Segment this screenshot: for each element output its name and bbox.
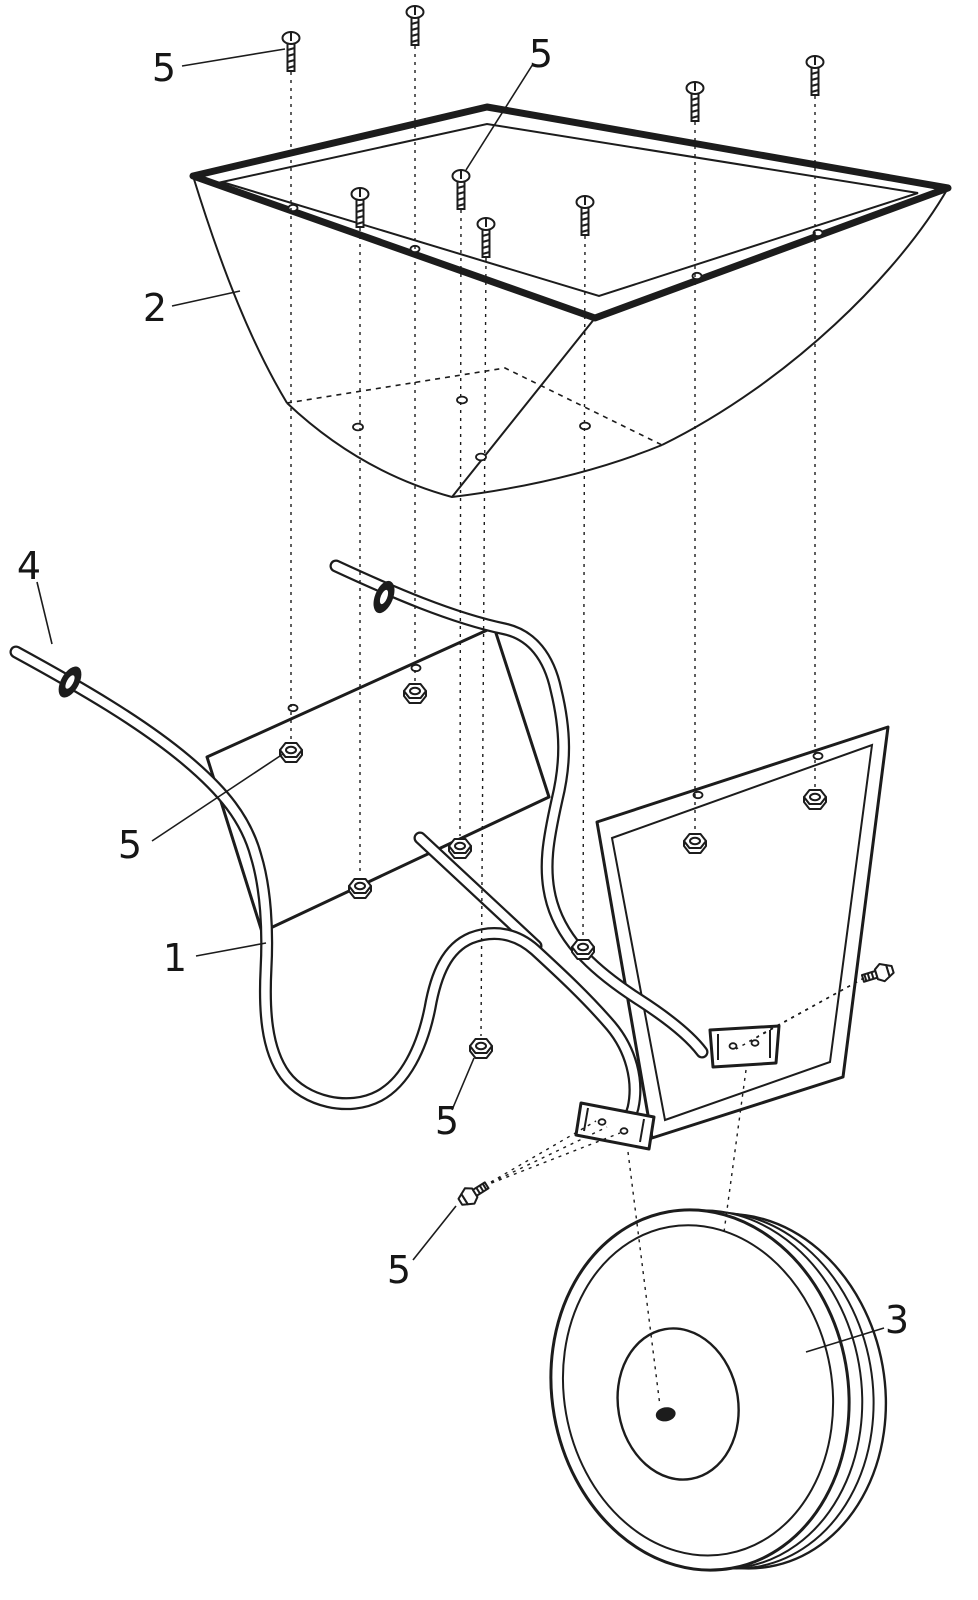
plate-hole <box>692 790 704 800</box>
hex-nut <box>448 838 472 859</box>
part-callout-3: 3 <box>884 1298 910 1342</box>
assembly-alignment-lines <box>290 46 865 1407</box>
tray-bottom-hole <box>352 422 364 432</box>
hex-nut <box>683 833 707 854</box>
axle-bolt <box>859 959 897 989</box>
wheel-bracket-far <box>708 1024 781 1069</box>
plate-hole <box>410 663 422 673</box>
part-callout-5-mid-frame: 5 <box>434 1099 460 1143</box>
frame-part-1 <box>9 559 890 1151</box>
hex-nut <box>348 878 372 899</box>
tray-rim-hole <box>287 203 299 213</box>
tray-rim-outer <box>189 103 952 322</box>
callout-leader-lines <box>36 48 885 1353</box>
screw <box>451 169 471 210</box>
wheel-bracket-near <box>574 1101 656 1151</box>
handle-grip-lower <box>58 666 82 698</box>
tray-rim-hole <box>691 271 703 281</box>
hex-nut <box>279 742 303 763</box>
hex-nut <box>469 1038 493 1059</box>
tire-sidewall-ring <box>561 1224 835 1557</box>
tray-bottom-hole <box>456 395 468 405</box>
part-callout-5-top-left: 5 <box>151 46 177 90</box>
axle-bolt <box>454 1176 493 1211</box>
hex-nut <box>571 939 595 960</box>
tray-part-2 <box>189 103 952 499</box>
screw <box>575 195 595 236</box>
part-callout-5-left-plate: 5 <box>117 823 143 867</box>
tray-rim-hole <box>812 228 824 238</box>
frame-upper-handle-tube <box>329 559 709 1059</box>
tray-bottom-front-edge <box>286 402 663 499</box>
wheel-hub <box>616 1327 740 1481</box>
screw <box>405 5 425 46</box>
part-callout-5-axle-bolt: 5 <box>386 1248 412 1292</box>
frame-right-plate <box>595 725 890 1140</box>
plate-hole <box>812 751 824 761</box>
screw <box>476 217 496 258</box>
part-callout-5-top-middle: 5 <box>528 32 554 76</box>
wheel-part-3 <box>549 1208 888 1572</box>
part-callout-2: 2 <box>142 286 168 330</box>
part-callout-4: 4 <box>16 544 42 588</box>
frame-right-plate-inner <box>610 743 874 1122</box>
screw <box>805 55 825 96</box>
tray-right-wall-edge <box>661 187 949 446</box>
hex-nut <box>403 683 427 704</box>
hex-nut <box>803 789 827 810</box>
axle-center <box>655 1407 676 1422</box>
tray-rim-inner <box>218 122 919 298</box>
handle-grip-upper <box>373 580 395 614</box>
screw <box>685 81 705 122</box>
frame-lower-handle-tube <box>9 645 642 1131</box>
tray-front-seam <box>451 317 596 498</box>
tray-bottom-hidden-edge <box>286 367 663 446</box>
tray-bottom-hole <box>475 452 487 462</box>
frame-left-plate <box>205 625 551 934</box>
plate-hole <box>287 703 299 713</box>
screw <box>281 31 301 72</box>
tray-left-wall-edge <box>192 175 288 404</box>
frame-brace-tube <box>413 831 543 953</box>
part-callout-1: 1 <box>162 936 188 980</box>
